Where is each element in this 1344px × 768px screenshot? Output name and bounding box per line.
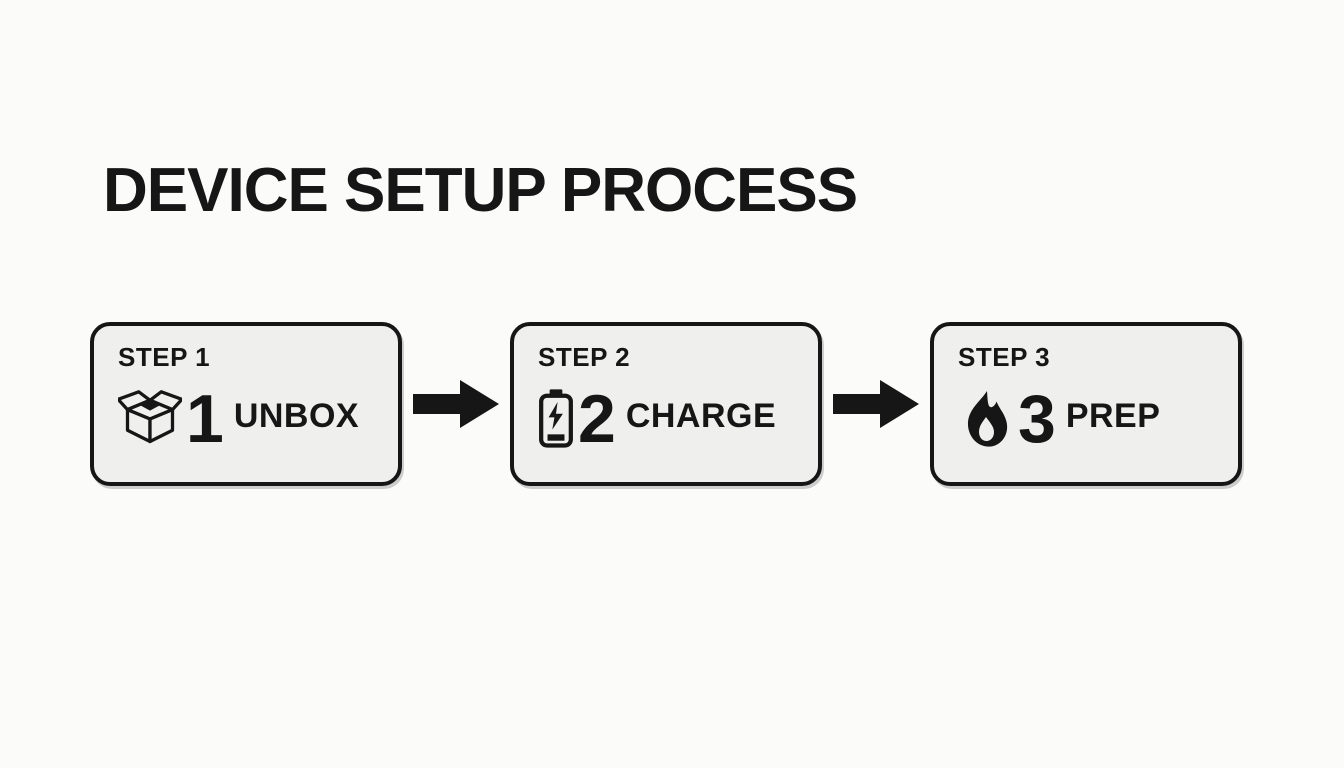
step-number: 3 [1018,381,1056,457]
open-box-icon [118,389,182,449]
step-content: 2 CHARGE [538,385,800,453]
connector [822,322,930,486]
connector [402,322,510,486]
step-name: CHARGE [625,396,777,435]
step-name: PREP [1065,396,1161,435]
arrow-right-icon [833,379,919,429]
arrow-right-icon [413,379,499,429]
step-content: 3 PREP [958,385,1220,453]
step-card-prep: STEP 3 3 PREP [930,322,1242,486]
step-label: STEP 3 [958,342,1051,372]
step-number: 1 [186,381,224,457]
flame-icon [958,389,1014,449]
step-number: 2 [578,381,616,457]
steps-row: STEP 1 1 [90,322,1242,486]
step-card-unbox: STEP 1 1 [90,322,402,486]
step-label: STEP 1 [118,342,211,372]
step-name: UNBOX [233,396,360,435]
step-label: STEP 2 [538,342,631,372]
diagram-title: DEVICE SETUP PROCESS [103,156,858,225]
step-card-charge: STEP 2 2 CHARGE [510,322,822,486]
step-content: 1 UNBOX [118,385,380,453]
battery-charging-icon [538,389,574,449]
